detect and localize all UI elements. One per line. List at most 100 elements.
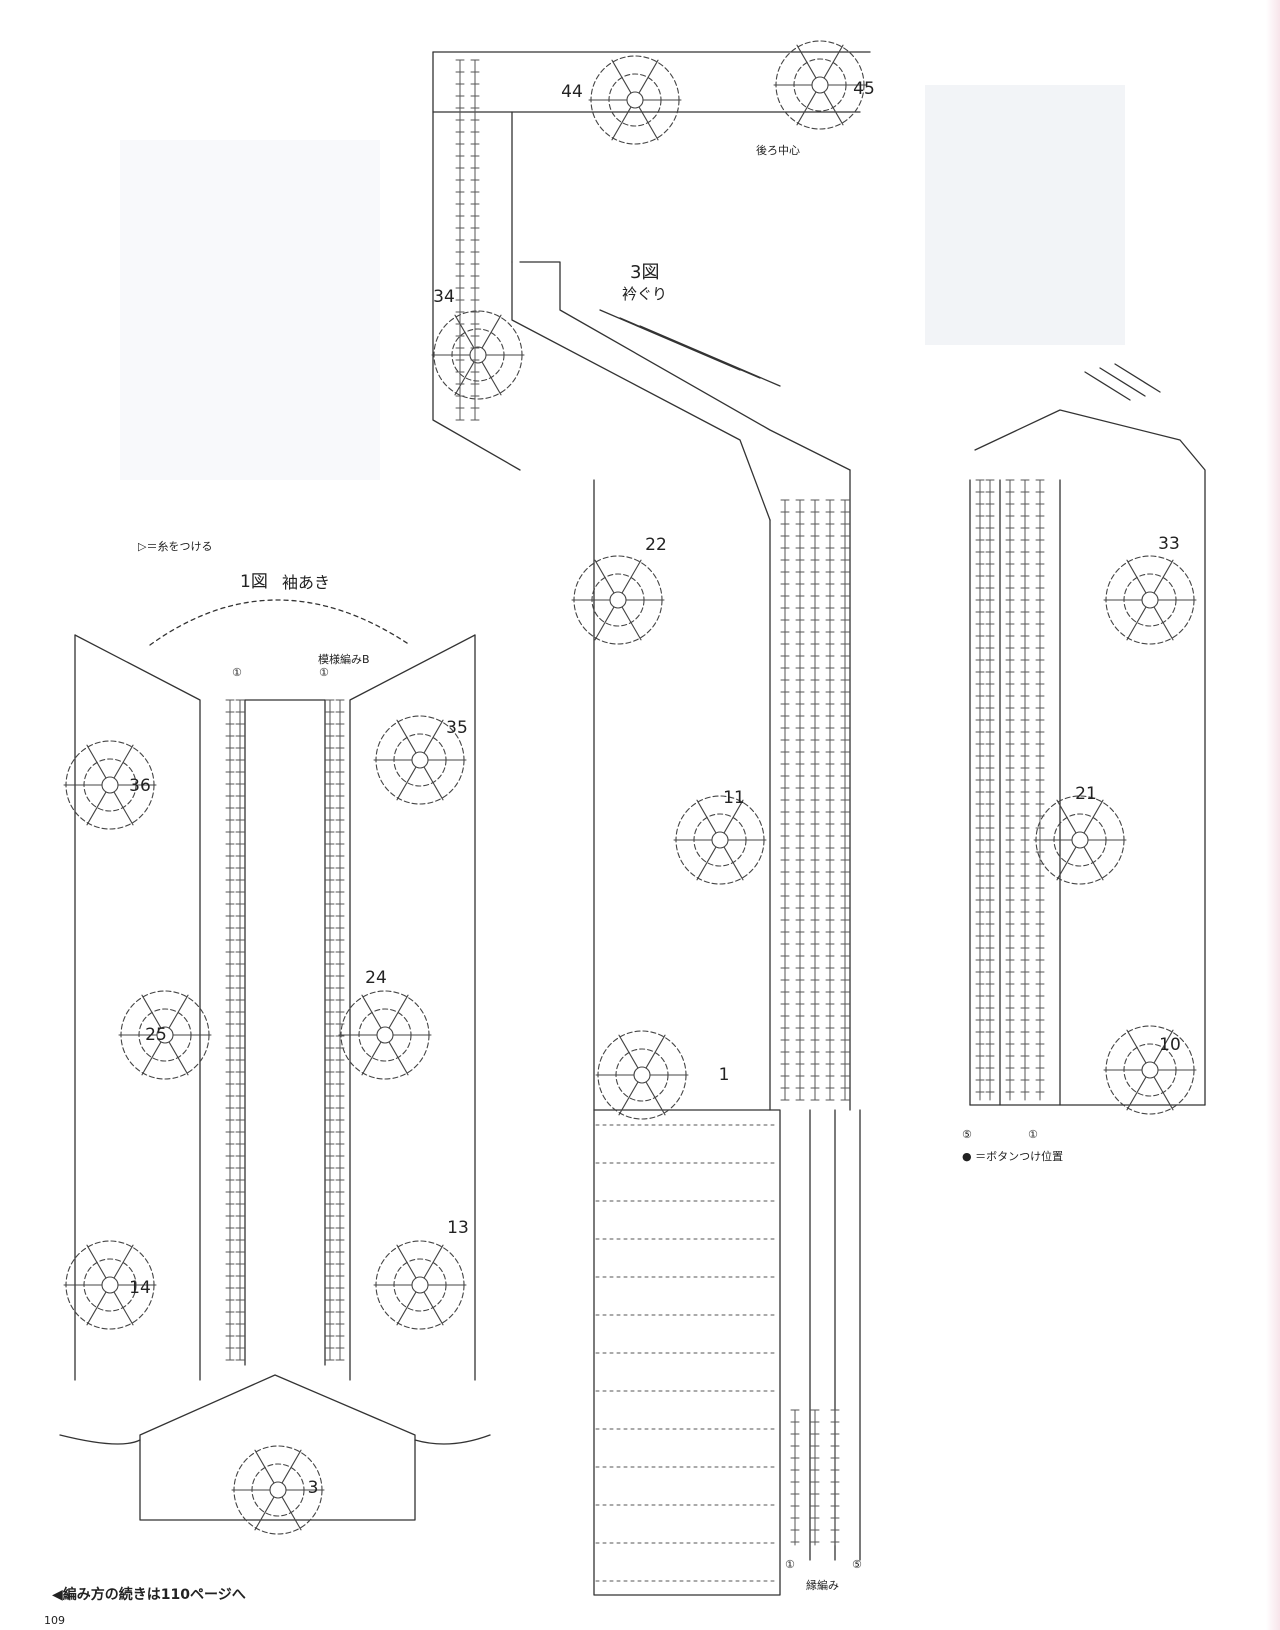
- motif-spoke: [481, 314, 502, 349]
- motif-ring: [411, 1276, 429, 1294]
- motif-spoke: [1126, 559, 1147, 594]
- motif-spoke: [618, 1034, 639, 1069]
- motif-spoke: [1083, 799, 1104, 834]
- motif-ring: [469, 346, 487, 364]
- motif-spoke: [594, 606, 615, 641]
- motif-spoke: [1056, 846, 1077, 881]
- motif-spoke: [86, 744, 107, 779]
- motif-22: 22: [645, 535, 667, 555]
- motif-14: 14: [129, 1278, 151, 1298]
- motif-ring: [1141, 591, 1159, 609]
- motif-spoke: [611, 106, 632, 141]
- motif-ring: [101, 776, 119, 794]
- motif-35: 35: [446, 718, 468, 738]
- motif-spoke: [361, 1041, 382, 1076]
- motif-spoke: [1153, 606, 1174, 641]
- motif-spoke: [611, 59, 632, 94]
- motif-ring: [376, 1026, 394, 1044]
- motif-spoke: [638, 59, 659, 94]
- motif-spoke: [1153, 559, 1174, 594]
- motif-spoke: [796, 44, 817, 79]
- motif-spoke: [696, 799, 717, 834]
- figure3-title: 3図: [630, 262, 660, 283]
- motif-spoke: [141, 1041, 162, 1076]
- motif-spoke: [113, 1244, 134, 1279]
- motif-21: 21: [1075, 784, 1097, 804]
- motif-ring: [811, 76, 829, 94]
- pattern-b-label: 模様編みB: [318, 653, 370, 666]
- bleed-shade-top-right: [925, 85, 1125, 345]
- motif-spoke: [1126, 1029, 1147, 1064]
- motif-45: 45: [853, 79, 875, 99]
- motif-spoke: [1056, 799, 1077, 834]
- right-strip-outline: [969, 409, 1206, 1106]
- figure1-marker-left: ①: [232, 666, 242, 679]
- motif-ring: [269, 1481, 287, 1499]
- motif-11: 11: [723, 788, 745, 808]
- bleed-shade-left: [120, 140, 380, 480]
- motif-spoke: [86, 1244, 107, 1279]
- motif-spoke: [396, 1291, 417, 1326]
- continuation-note: ◀編み方の続きは110ページへ: [52, 1587, 246, 1603]
- motif-spoke: [113, 791, 134, 826]
- motif-36: 36: [129, 776, 151, 796]
- motif-3: 3: [307, 1478, 319, 1498]
- motif-spoke: [168, 1041, 189, 1076]
- motif-spoke: [86, 791, 107, 826]
- motif-spoke: [621, 559, 642, 594]
- figure3-outline: [432, 51, 1161, 1596]
- motif-24: 24: [365, 968, 387, 988]
- motif-33: 33: [1158, 534, 1180, 554]
- motif-13: 13: [447, 1218, 469, 1238]
- edging-label: 縁編み: [806, 1579, 839, 1592]
- motif-10: 10: [1159, 1035, 1181, 1055]
- motif-spoke: [281, 1449, 302, 1484]
- figure1-title: 1図: [240, 572, 268, 592]
- motif-ring: [1071, 831, 1089, 849]
- motif-spoke: [396, 719, 417, 754]
- motif-spoke: [1153, 1029, 1174, 1064]
- motif-spoke: [388, 994, 409, 1029]
- motif-spoke: [254, 1449, 275, 1484]
- figure3-marker-1-bottom: ①: [785, 1558, 795, 1571]
- button-legend: ● ＝ボタンつけ位置: [962, 1150, 1064, 1163]
- motif-spoke: [621, 606, 642, 641]
- attach-yarn-legend: ▷＝糸をつける: [138, 540, 213, 553]
- motif-spoke: [1126, 606, 1147, 641]
- motif-spoke: [696, 846, 717, 881]
- figure1-marker-right: ①: [319, 666, 329, 679]
- motif-spoke: [113, 1291, 134, 1326]
- motif-ring: [101, 1276, 119, 1294]
- motif-spoke: [723, 799, 744, 834]
- motif-spoke: [113, 744, 134, 779]
- motif-spoke: [638, 106, 659, 141]
- motif-spoke: [423, 1244, 444, 1279]
- figure3-marker-5-top: ⑤: [962, 1128, 972, 1141]
- motif-spoke: [481, 361, 502, 396]
- motif-spoke: [361, 994, 382, 1029]
- figure1-outline: [59, 599, 491, 1521]
- motif-spoke: [281, 1496, 302, 1531]
- motif-spoke: [396, 1244, 417, 1279]
- motif-spoke: [645, 1081, 666, 1116]
- motif-25: 25: [145, 1025, 167, 1045]
- figure3-subtitle: 衿ぐり: [622, 285, 668, 303]
- motif-spoke: [1153, 1076, 1174, 1111]
- motif-spoke: [618, 1081, 639, 1116]
- motif-ring: [1141, 1061, 1159, 1079]
- motif-spoke: [388, 1041, 409, 1076]
- figure3-marker-1-top: ①: [1028, 1128, 1038, 1141]
- motif-spoke: [823, 91, 844, 126]
- figure1-subtitle: 袖あき: [282, 573, 331, 592]
- motif-ring: [711, 831, 729, 849]
- motif-ring: [411, 751, 429, 769]
- motif-spoke: [396, 766, 417, 801]
- motif-44: 44: [561, 82, 583, 102]
- motif-spoke: [423, 719, 444, 754]
- motif-spoke: [454, 314, 475, 349]
- motif-spoke: [723, 846, 744, 881]
- motif-ring: [626, 91, 644, 109]
- motif-spoke: [823, 44, 844, 79]
